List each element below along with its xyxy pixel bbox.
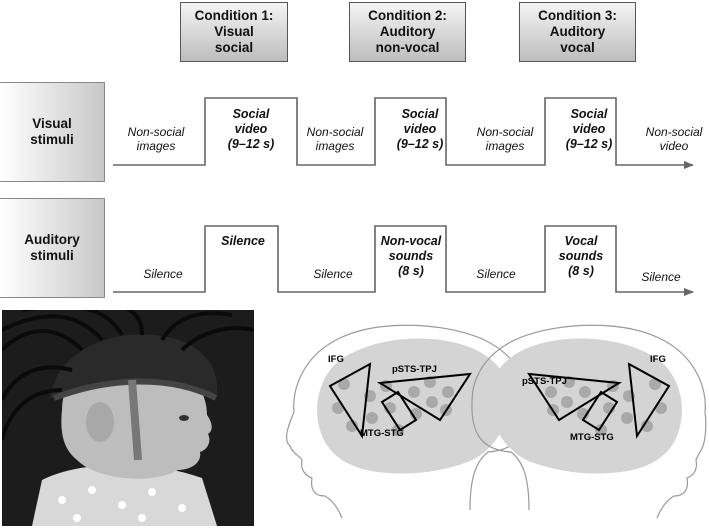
infant-photo-graphic: [2, 310, 254, 526]
condition-2-box: Condition 2: Auditory non-vocal: [349, 2, 466, 62]
auditory-stimuli-label: Auditory stimuli: [0, 198, 105, 298]
condition-2-line3: non-vocal: [375, 40, 440, 55]
visual-label-line2: stimuli: [30, 132, 74, 147]
auditory-label-line2: stimuli: [30, 248, 74, 263]
left-head-diagram: IFG pSTS-TPJ MTG-STG: [286, 324, 528, 519]
auditory-seg-2: Silence: [221, 234, 265, 248]
auditory-seg-3: Silence: [313, 267, 353, 281]
condition-2-line2: Auditory: [379, 24, 436, 39]
auditory-label-line1: Auditory: [24, 232, 80, 247]
right-head-diagram: IFG pSTS-TPJ MTG-STG: [471, 324, 707, 519]
left-psts-region: [376, 372, 472, 422]
visual-stimuli-label: Visual stimuli: [0, 82, 105, 182]
auditory-timeline: [113, 225, 694, 296]
left-brain: [317, 338, 511, 474]
visual-label-line1: Visual: [32, 116, 72, 131]
condition-3-line2: Auditory: [549, 24, 606, 39]
right-head-outline: [471, 324, 707, 519]
auditory-seg-7: Silence: [641, 270, 681, 284]
auditory-seg-1: Silence: [143, 267, 183, 281]
right-mtg-label: MTG-STG: [570, 432, 614, 443]
right-ifg-label: IFG: [650, 354, 666, 365]
right-mtg-region: [581, 390, 619, 432]
condition-3-line3: vocal: [560, 40, 595, 55]
left-mtg-region: [380, 390, 418, 432]
left-psts-label: pSTS-TPJ: [392, 364, 437, 375]
condition-3-title: Condition 3:: [538, 8, 617, 23]
condition-1-box: Condition 1: Visual social: [180, 2, 288, 62]
auditory-seg-5: Silence: [476, 267, 516, 281]
right-brain: [488, 338, 682, 474]
right-psts-label: pSTS-TPJ: [522, 376, 567, 387]
condition-3-box: Condition 3: Auditory vocal: [519, 2, 636, 62]
infant-photo: [2, 310, 254, 526]
visual-timeline: [113, 97, 694, 169]
left-mtg-label: MTG-STG: [360, 428, 404, 439]
condition-1-title: Condition 1:: [194, 8, 274, 23]
right-ifg-region: [627, 362, 671, 439]
condition-1-line2: Visual: [214, 24, 254, 39]
condition-2-title: Condition 2:: [368, 8, 447, 23]
right-psts-region: [527, 372, 623, 422]
left-ifg-label: IFG: [328, 354, 344, 365]
condition-1-line3: social: [214, 40, 254, 55]
left-ifg-region: [328, 362, 372, 439]
